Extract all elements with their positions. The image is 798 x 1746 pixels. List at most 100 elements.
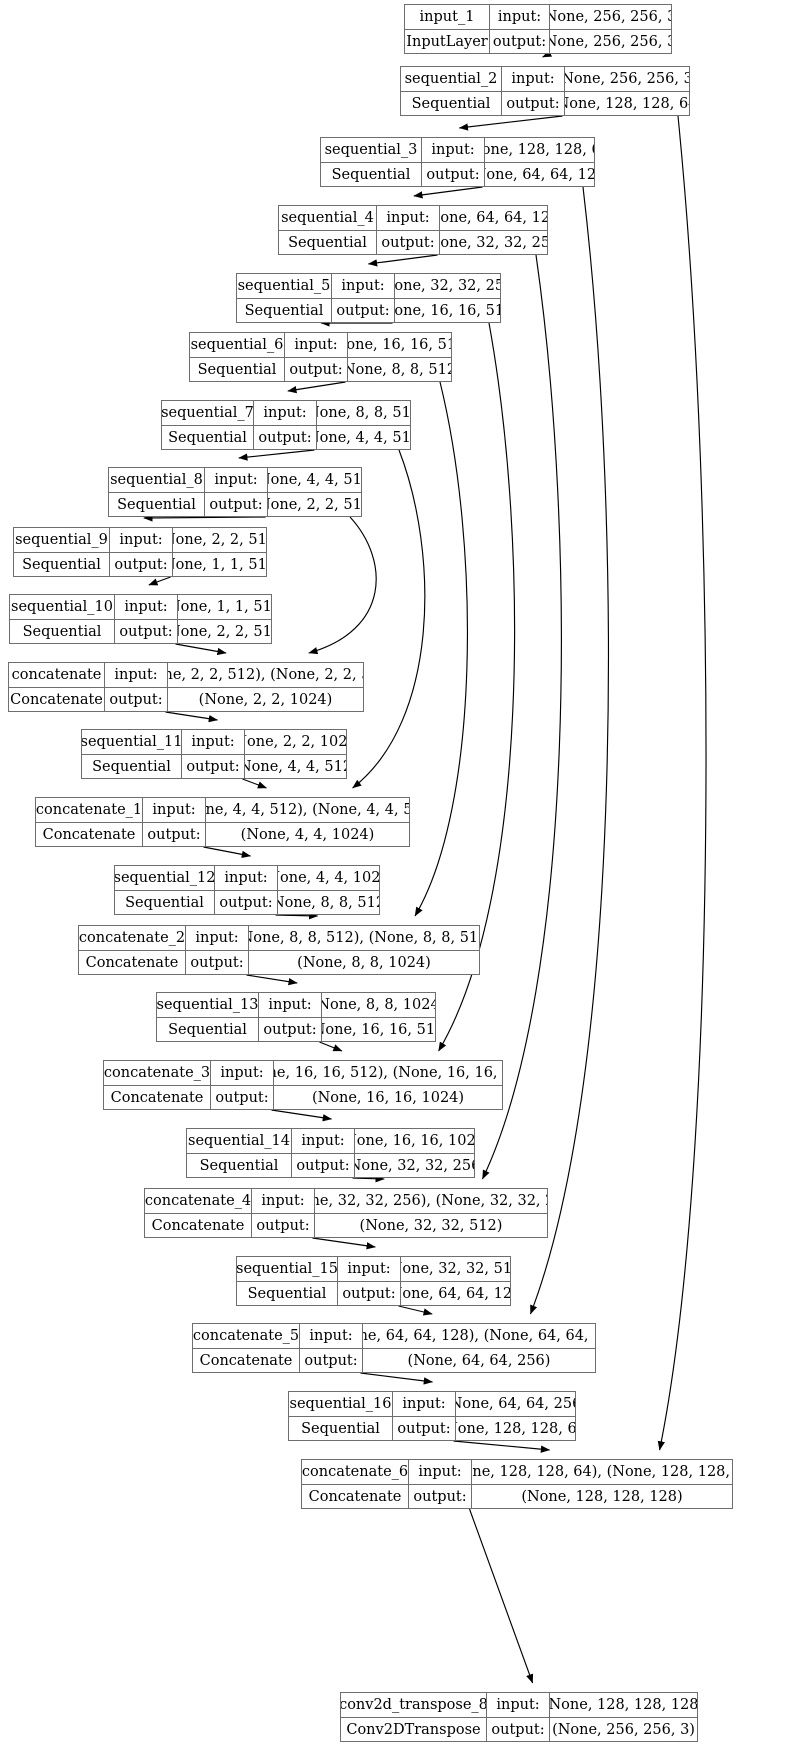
layer-input-shape-sequential_6: (None, 16, 16, 512) xyxy=(348,337,451,353)
layer-output-label-sequential_14: output: xyxy=(292,1154,355,1177)
layer-input-shape-sequential_9: (None, 2, 2, 512) xyxy=(173,532,266,548)
layer-name-sequential_7: sequential_7 xyxy=(162,401,254,425)
layer-type-sequential_6: Sequential xyxy=(190,358,285,381)
layer-name-sequential_14: sequential_14 xyxy=(187,1129,292,1153)
edge-concatenate-to-sequential_11 xyxy=(165,711,218,723)
layer-input-shape-sequential_10: (None, 1, 1, 512) xyxy=(178,599,271,615)
layer-type-concatenate_5: Concatenate xyxy=(193,1349,300,1372)
layer-input-shape-conv2d_transpose_8: (None, 128, 128, 128) xyxy=(550,1697,697,1713)
layer-input-shape-sequential_5: (None, 32, 32, 256) xyxy=(395,278,500,294)
layer-input-label-concatenate_3: input: xyxy=(211,1061,274,1085)
layer-type-sequential_16: Sequential xyxy=(289,1417,393,1440)
layer-input-label-sequential_14: input: xyxy=(292,1129,355,1153)
layer-name-conv2d_transpose_8: conv2d_transpose_8 xyxy=(341,1693,487,1717)
layer-input-label-concatenate_5: input: xyxy=(300,1324,363,1348)
layer-output-shape-input_1: [(None, 256, 256, 3)] xyxy=(550,34,671,50)
layer-output-label-sequential_7: output: xyxy=(254,426,317,449)
layer-output-shape-sequential_2: (None, 128, 128, 64) xyxy=(565,96,689,112)
layer-input-label-sequential_6: input: xyxy=(285,333,348,357)
layer-input-shape-concatenate_5: [(None, 64, 64, 128), (None, 64, 64, 128… xyxy=(363,1328,595,1344)
layer-type-sequential_9: Sequential xyxy=(14,553,110,576)
edge-sequential_12-to-concatenate_2 xyxy=(275,912,319,920)
layer-name-input_1: input_1 xyxy=(405,5,490,29)
layer-input-shape-concatenate_4: [(None, 32, 32, 256), (None, 32, 32, 256… xyxy=(315,1193,547,1209)
edge-concatenate_6-to-conv2d_transpose_8 xyxy=(468,1508,534,1684)
layer-output-shape-concatenate_4: (None, 32, 32, 512) xyxy=(359,1218,503,1234)
layer-type-sequential_15: Sequential xyxy=(237,1282,338,1305)
layer-type-concatenate_6: Concatenate xyxy=(302,1485,409,1508)
layer-name-sequential_5: sequential_5 xyxy=(237,274,332,298)
layer-output-label-sequential_6: output: xyxy=(285,358,348,381)
edge-sequential_16-to-concatenate_6 xyxy=(453,1440,551,1453)
layer-output-label-sequential_8: output: xyxy=(205,493,268,516)
edge-concatenate_2-to-sequential_13 xyxy=(246,974,298,986)
layer-type-sequential_8: Sequential xyxy=(109,493,205,516)
layer-output-shape-sequential_5: (None, 16, 16, 512) xyxy=(395,303,500,319)
layer-output-shape-sequential_12: (None, 8, 8, 512) xyxy=(278,895,379,911)
edge-sequential_13-to-concatenate_3 xyxy=(319,1041,343,1052)
edge-sequential_15-to-concatenate_5 xyxy=(398,1305,433,1316)
layer-input-label-sequential_11: input: xyxy=(182,730,245,754)
layer-name-concatenate_4: concatenate_4 xyxy=(145,1189,252,1213)
layer-input-label-sequential_4: input: xyxy=(377,206,440,230)
layer-output-shape-sequential_3: (None, 64, 64, 128) xyxy=(485,167,594,183)
edge-sequential_4-to-concatenate_4 xyxy=(481,254,562,1180)
edge-sequential_3-to-concatenate_5 xyxy=(529,186,609,1315)
layer-input-shape-concatenate_6: [(None, 128, 128, 64), (None, 128, 128, … xyxy=(472,1464,732,1480)
layer-output-label-sequential_12: output: xyxy=(215,891,278,914)
layer-name-sequential_4: sequential_4 xyxy=(279,206,377,230)
layer-type-sequential_2: Sequential xyxy=(401,92,502,115)
layer-name-sequential_2: sequential_2 xyxy=(401,67,502,91)
layer-type-sequential_10: Sequential xyxy=(10,620,115,643)
edge-concatenate_1-to-sequential_12 xyxy=(203,846,251,858)
layer-output-label-sequential_5: output: xyxy=(332,299,395,322)
layer-output-label-sequential_4: output: xyxy=(377,231,440,254)
layer-name-sequential_15: sequential_15 xyxy=(237,1257,338,1281)
layer-name-sequential_16: sequential_16 xyxy=(289,1392,393,1416)
edge-sequential_6-to-concatenate_2 xyxy=(414,381,468,917)
layer-type-sequential_12: Sequential xyxy=(115,891,215,914)
layer-output-shape-sequential_13: (None, 16, 16, 512) xyxy=(322,1022,435,1038)
layer-input-label-conv2d_transpose_8: input: xyxy=(487,1693,550,1717)
layer-type-sequential_4: Sequential xyxy=(279,231,377,254)
layer-output-shape-sequential_7: (None, 4, 4, 512) xyxy=(317,430,410,446)
layer-output-label-sequential_10: output: xyxy=(115,620,178,643)
edge-sequential_6-to-sequential_7 xyxy=(287,381,346,394)
edge-sequential_11-to-concatenate_1 xyxy=(242,778,267,789)
layer-output-label-concatenate_5: output: xyxy=(300,1349,363,1372)
layer-type-input_1: InputLayer xyxy=(405,30,490,53)
layer-name-sequential_13: sequential_13 xyxy=(157,993,259,1017)
layer-input-shape-sequential_11: (None, 2, 2, 1024) xyxy=(245,734,346,750)
layer-input-shape-sequential_2: (None, 256, 256, 3) xyxy=(565,71,689,87)
edge-sequential_8-to-concatenate xyxy=(308,516,377,655)
layer-name-sequential_8: sequential_8 xyxy=(109,468,205,492)
layer-output-label-input_1: output: xyxy=(490,30,550,53)
layer-output-label-concatenate_1: output: xyxy=(143,823,206,846)
layer-type-sequential_14: Sequential xyxy=(187,1154,292,1177)
layer-output-shape-sequential_11: (None, 4, 4, 512) xyxy=(245,759,346,775)
layer-input-label-sequential_9: input: xyxy=(110,528,173,552)
layer-name-sequential_3: sequential_3 xyxy=(321,138,422,162)
layer-input-label-concatenate: input: xyxy=(105,663,168,687)
layer-output-shape-concatenate_5: (None, 64, 64, 256) xyxy=(407,1353,551,1369)
edge-input_1-to-sequential_2 xyxy=(542,49,553,58)
layer-input-label-sequential_3: input: xyxy=(422,138,485,162)
layer-type-concatenate_3: Concatenate xyxy=(104,1086,211,1109)
layer-name-concatenate: concatenate xyxy=(9,663,105,687)
layer-name-sequential_6: sequential_6 xyxy=(190,333,285,357)
layer-input-label-sequential_13: input: xyxy=(259,993,322,1017)
layer-type-concatenate: Concatenate xyxy=(9,688,105,711)
layer-input-shape-input_1: [(None, 256, 256, 3)] xyxy=(550,9,671,25)
layer-output-label-concatenate_2: output: xyxy=(186,951,249,974)
layer-input-shape-concatenate_2: [(None, 8, 8, 512), (None, 8, 8, 512)] xyxy=(249,930,479,946)
